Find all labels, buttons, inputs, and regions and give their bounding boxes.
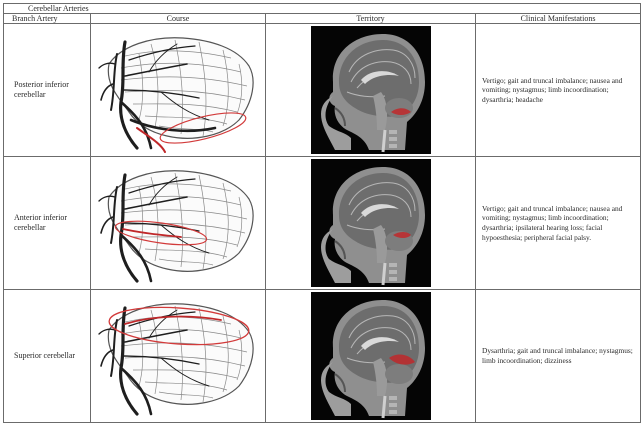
cerebellar-arteries-table: Cerebellar Arteries Branch Artery Course… xyxy=(2,3,642,423)
course-illustration xyxy=(90,289,266,423)
table-row: Posterior inferior cerebellar Vertigo; xyxy=(3,23,642,157)
header-clinical-manifestations: Clinical Manifestations xyxy=(474,13,642,24)
territory-mri xyxy=(265,23,476,157)
course-illustration xyxy=(90,156,266,290)
artery-name: Anterior inferior cerebellar xyxy=(3,156,91,290)
course-illustration xyxy=(90,23,266,157)
artery-name: Superior cerebellar xyxy=(3,289,91,423)
sagittal-mri-image xyxy=(311,26,431,154)
territory-mri xyxy=(265,156,476,290)
table-row: Anterior inferior cerebellar Vertigo; ga… xyxy=(3,156,642,290)
cerebellum-vessel-drawing xyxy=(91,24,263,153)
territory-highlight xyxy=(390,108,411,115)
territory-circle xyxy=(108,306,250,346)
territory-circle xyxy=(114,220,208,246)
header-branch-artery: Branch Artery xyxy=(3,13,91,24)
territory-mri xyxy=(265,289,476,423)
territory-highlight xyxy=(392,232,411,238)
table-title-row: Cerebellar Arteries xyxy=(2,3,642,14)
table-title: Cerebellar Arteries xyxy=(2,3,642,14)
table-row: Superior cerebellar Dysarthria; gait and… xyxy=(3,289,642,423)
clinical-manifestations: Vertigo; gait and truncal imbalance; nau… xyxy=(474,156,642,290)
artery-name: Posterior inferior cerebellar xyxy=(3,23,91,157)
table-header-row: Branch Artery Course Territory Clinical … xyxy=(3,13,642,24)
clinical-manifestations: Dysarthria; gait and truncal imbalance; … xyxy=(474,289,642,423)
cerebellum-vessel-drawing xyxy=(91,290,263,422)
territory-highlight xyxy=(388,354,415,365)
header-territory: Territory xyxy=(265,13,476,24)
cerebellum-vessel-drawing xyxy=(91,157,263,289)
sagittal-mri-image xyxy=(311,159,431,287)
clinical-manifestations: Vertigo; gait and truncal imbalance; nau… xyxy=(474,23,642,157)
sagittal-mri-image xyxy=(311,292,431,420)
cerebellar-arteries-document: Cerebellar Arteries Branch Artery Course… xyxy=(2,3,642,435)
header-course: Course xyxy=(90,13,266,24)
territory-circle xyxy=(159,112,247,144)
